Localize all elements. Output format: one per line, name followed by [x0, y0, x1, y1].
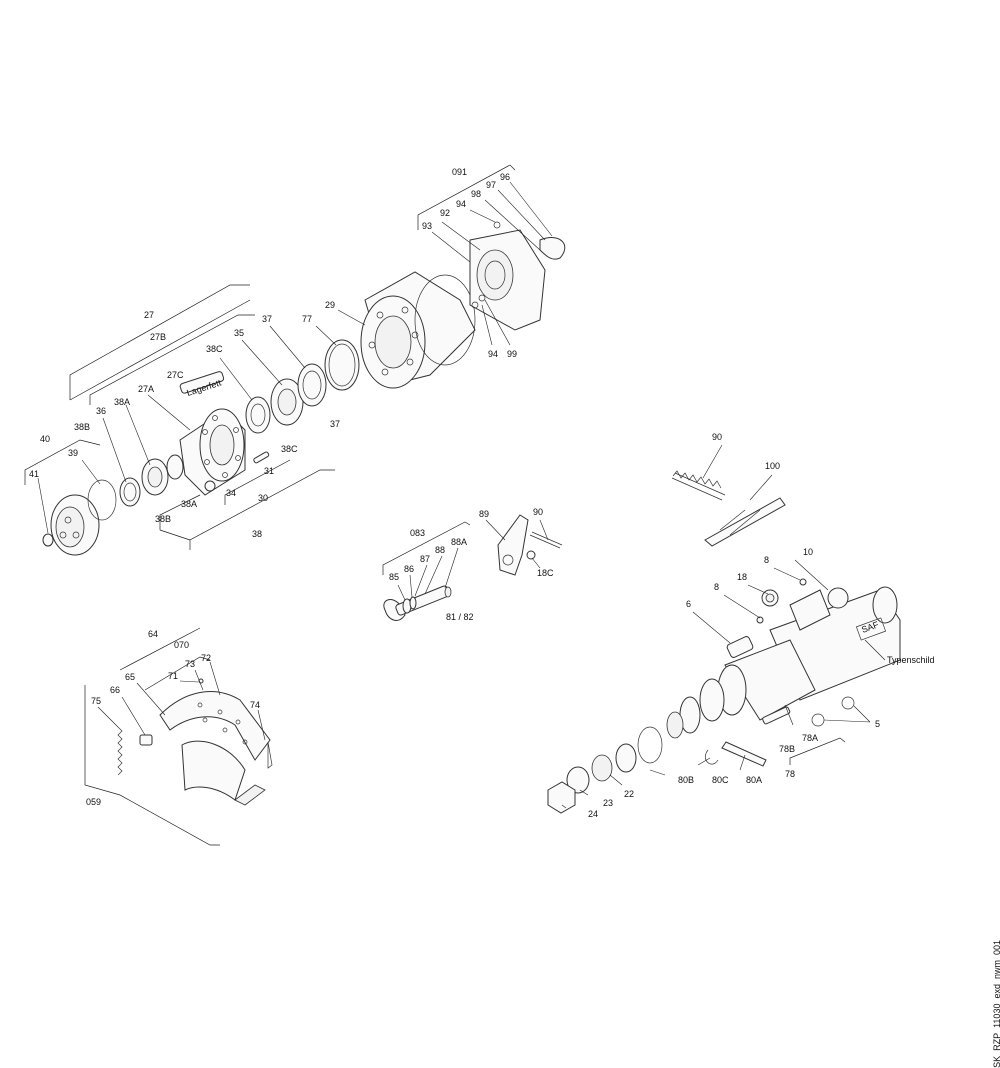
slack-adjuster-part: [497, 514, 529, 576]
callout-labels: 27 27B 27C Lagerfett 27A 35 38C 37 77 29…: [29, 167, 935, 819]
spring-bracket-group: [671, 444, 786, 547]
label-27a: 27A: [138, 384, 154, 394]
label-86: 86: [404, 564, 414, 574]
label-8-mid: 8: [714, 582, 719, 592]
bearing-part: [141, 458, 169, 496]
label-72: 72: [201, 653, 211, 663]
label-34: 34: [226, 488, 236, 498]
label-37-top: 37: [262, 314, 272, 324]
label-81-82: 81 / 82: [446, 612, 474, 622]
label-100: 100: [765, 461, 780, 471]
label-87: 87: [420, 554, 430, 564]
label-38c-top: 38C: [206, 344, 223, 354]
label-091: 091: [452, 167, 467, 177]
brake-drum-part: [337, 271, 476, 389]
hub-body-part: [179, 408, 246, 496]
label-38: 38: [252, 529, 262, 539]
hub-group: [24, 284, 360, 556]
label-8-top: 8: [764, 555, 769, 565]
label-38a-bottom: 38A: [181, 499, 197, 509]
label-070: 070: [174, 640, 189, 650]
label-40: 40: [40, 434, 50, 444]
label-37-bottom: 37: [330, 419, 340, 429]
label-18c: 18C: [537, 568, 554, 578]
label-10: 10: [803, 547, 813, 557]
label-36: 36: [96, 406, 106, 416]
label-31: 31: [264, 466, 274, 476]
document-code: SK_RZP_11030_exd_nwm_001: [992, 940, 1000, 1068]
label-39: 39: [68, 448, 78, 458]
label-78: 78: [785, 769, 795, 779]
label-99: 99: [507, 349, 517, 359]
spring-part: [671, 470, 726, 501]
label-73: 73: [185, 659, 195, 669]
label-38c-bottom: 38C: [281, 444, 298, 454]
label-64: 64: [148, 629, 158, 639]
label-23: 23: [603, 798, 613, 808]
label-27: 27: [144, 310, 154, 320]
brake-shoe-group: [84, 627, 273, 846]
label-88: 88: [435, 545, 445, 555]
label-90-right: 90: [712, 432, 722, 442]
exploded-parts-diagram: 27 27B 27C Lagerfett 27A 35 38C 37 77 29…: [24, 164, 935, 846]
axle-group: [547, 559, 901, 814]
label-059: 059: [86, 797, 101, 807]
label-89: 89: [479, 509, 489, 519]
dust-shield-part: [417, 164, 566, 346]
label-35: 35: [234, 328, 244, 338]
hub-cap-part: [42, 494, 100, 556]
label-24: 24: [588, 809, 598, 819]
brake-shoe-part: [159, 691, 271, 806]
label-29: 29: [325, 300, 335, 310]
label-80b: 80B: [678, 775, 694, 785]
label-18: 18: [737, 572, 747, 582]
label-97: 97: [486, 180, 496, 190]
label-22: 22: [624, 789, 634, 799]
label-38b-bottom: 38B: [155, 514, 171, 524]
label-90-center: 90: [533, 507, 543, 517]
label-41: 41: [29, 469, 39, 479]
label-77: 77: [302, 314, 312, 324]
label-27b: 27B: [150, 332, 166, 342]
label-78b: 78B: [779, 744, 795, 754]
label-94-bottom: 94: [488, 349, 498, 359]
label-65: 65: [125, 672, 135, 682]
label-92: 92: [440, 208, 450, 218]
label-93: 93: [422, 221, 432, 231]
label-75: 75: [91, 696, 101, 706]
label-27c: 27C: [167, 370, 184, 380]
label-80c: 80C: [712, 775, 729, 785]
label-94-top: 94: [456, 199, 466, 209]
label-6: 6: [686, 599, 691, 609]
bracket-part: [704, 497, 786, 547]
label-38a-top: 38A: [114, 397, 130, 407]
label-98: 98: [471, 189, 481, 199]
spindle-part: [666, 639, 816, 739]
label-typenschild: Typenschild: [887, 655, 935, 665]
camshaft-group: [382, 514, 563, 621]
label-083: 083: [410, 528, 425, 538]
camshaft-part: [383, 585, 452, 621]
label-78a: 78A: [802, 733, 818, 743]
label-66: 66: [110, 685, 120, 695]
label-88a: 88A: [451, 537, 467, 547]
label-74: 74: [250, 700, 260, 710]
label-71: 71: [168, 671, 178, 681]
label-38b-top: 38B: [74, 422, 90, 432]
label-5: 5: [875, 719, 880, 729]
label-80a: 80A: [746, 775, 762, 785]
gasket-part: [87, 479, 117, 521]
label-85: 85: [389, 572, 399, 582]
label-30: 30: [258, 493, 268, 503]
label-96: 96: [500, 172, 510, 182]
